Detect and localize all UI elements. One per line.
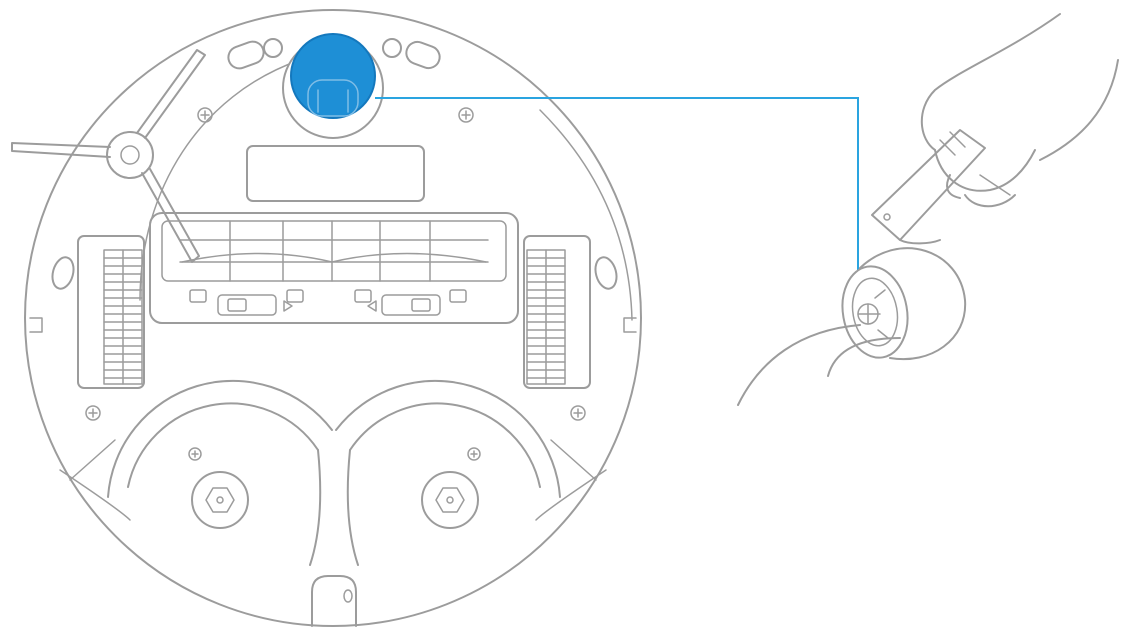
main-brush-icon <box>149 212 519 324</box>
top-sensors <box>227 38 441 70</box>
removed-caster-wheel <box>841 247 967 361</box>
charging-contact <box>311 575 357 627</box>
side-grille-right <box>523 235 591 389</box>
hand-icon <box>920 13 1119 208</box>
cleaning-tool-icon <box>871 129 1011 245</box>
screw-icon <box>85 107 586 461</box>
side-brush-icon <box>11 49 206 263</box>
leader-line-icon <box>375 97 859 270</box>
hand-icon-lower <box>737 324 901 406</box>
caster-wheel-icon <box>282 33 384 139</box>
label-plate <box>246 145 425 202</box>
side-grille-left <box>77 235 145 389</box>
robot-body-icon <box>24 9 642 627</box>
drive-wheel-icon <box>107 379 561 566</box>
cliff-sensor-icon <box>51 256 618 290</box>
